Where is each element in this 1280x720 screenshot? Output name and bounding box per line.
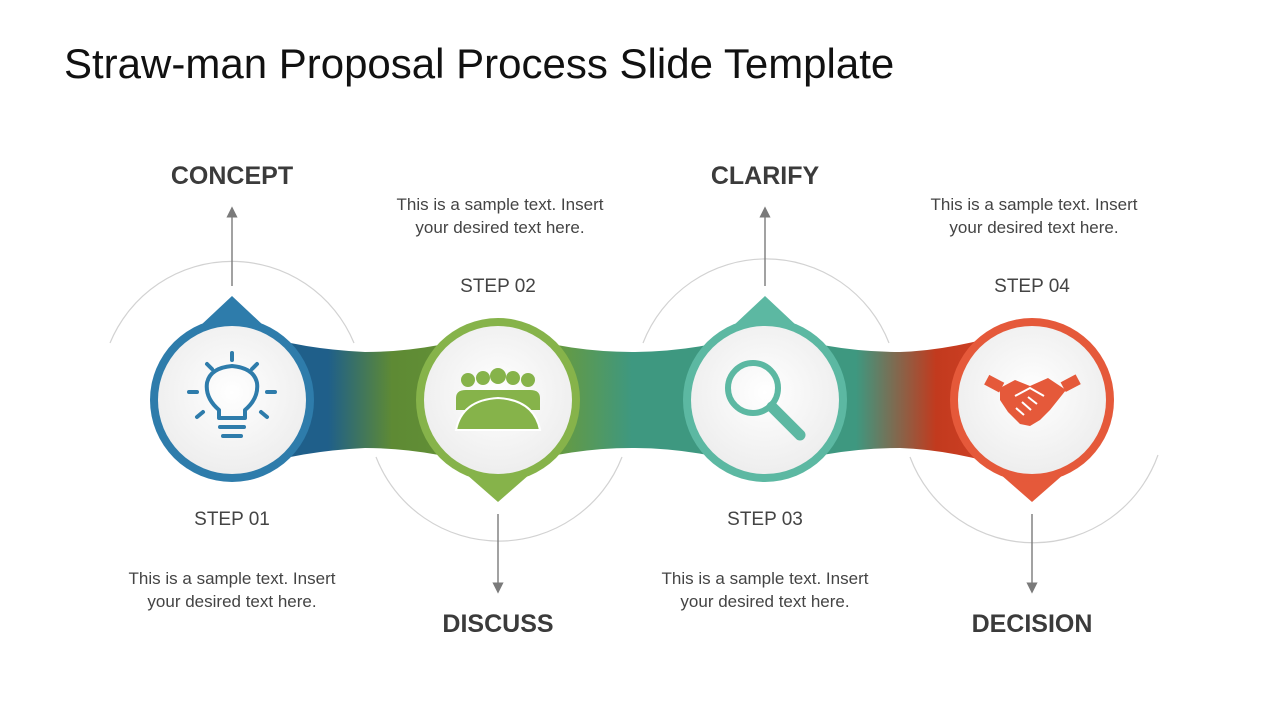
pin-step-01 [200,296,264,326]
handshake-icon [984,374,1081,426]
lightbulb-icon [187,351,277,438]
step-label-04: STEP 04 [994,276,1070,297]
arc-step-02 [375,456,623,542]
pin-step-03 [733,296,797,326]
step-label-03: STEP 03 [727,509,803,530]
magnifier-icon [725,360,806,441]
pin-step-04 [1000,474,1064,502]
phase-label-concept: CONCEPT [170,162,294,190]
phase-label-clarify: CLARIFY [710,162,820,190]
connector-band [232,325,1032,475]
step-label-01: STEP 01 [194,509,270,530]
phase-label-discuss: DISCUSS [442,610,554,638]
phase-label-decision: DECISION [971,610,1093,638]
arc-step-03 [642,258,890,344]
arc-step-04 [909,454,1159,544]
pin-step-02 [466,474,530,502]
people-meeting-icon [454,368,542,431]
slide-title: Straw-man Proposal Process Slide Templat… [64,40,895,87]
step-label-02: STEP 02 [460,276,536,297]
